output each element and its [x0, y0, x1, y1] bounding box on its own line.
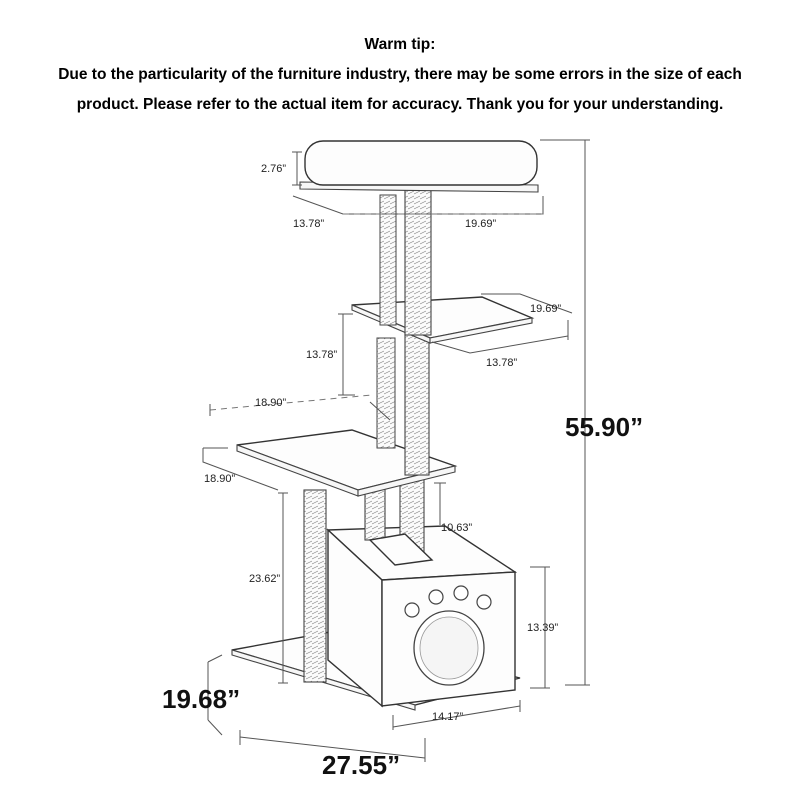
label-mid-platform-depth: 13.78”: [486, 357, 518, 369]
paw-hole: [453, 585, 469, 601]
label-lower-post-height: 23.62”: [249, 573, 281, 585]
label-top-perch-width: 19.69”: [465, 218, 497, 230]
label-top-perch-depth: 13.78”: [293, 218, 325, 230]
paw-hole: [404, 602, 420, 618]
top-perch: [299, 140, 539, 193]
label-base-depth: 19.68”: [162, 684, 240, 714]
paw-hole: [428, 589, 444, 605]
dimension-lines: [202, 139, 590, 762]
label-condo-height: 13.39”: [527, 622, 559, 634]
label-mid-platform-width: 19.69”: [530, 303, 562, 315]
label-left-platform-depth: 18.90”: [204, 473, 236, 485]
label-top-perch-thickness: 2.76”: [261, 163, 286, 175]
mid-post: [404, 329, 430, 476]
label-left-platform-width: 18.90”: [255, 397, 287, 409]
label-base-width: 27.55”: [322, 750, 400, 780]
mid-platform: [351, 296, 535, 344]
label-mid-platform-height: 13.78”: [306, 349, 338, 361]
warm-tip-title: Warm tip:: [364, 36, 436, 53]
warm-tip-line-2: product. Please refer to the actual item…: [76, 96, 724, 113]
warm-tip-line-1: Due to the particularity of the furnitur…: [58, 66, 742, 83]
paw-hole: [476, 594, 492, 610]
left-platform: [236, 429, 458, 497]
top-post: [404, 189, 432, 336]
label-condo-post-height: 10.63”: [441, 522, 473, 534]
dimension-labels: 2.76” 13.78” 19.69” 19.69” 13.78” 13.78”…: [162, 163, 643, 780]
label-condo-width: 14.17”: [432, 711, 464, 723]
cat-tree: [231, 140, 539, 711]
lower-post: [303, 489, 327, 683]
warm-tip-notice: Warm tip: Due to the particularity of th…: [0, 30, 800, 120]
top-perch-cushion: [304, 140, 538, 186]
label-total-height: 55.90”: [565, 412, 643, 442]
condo-box: [326, 525, 518, 708]
